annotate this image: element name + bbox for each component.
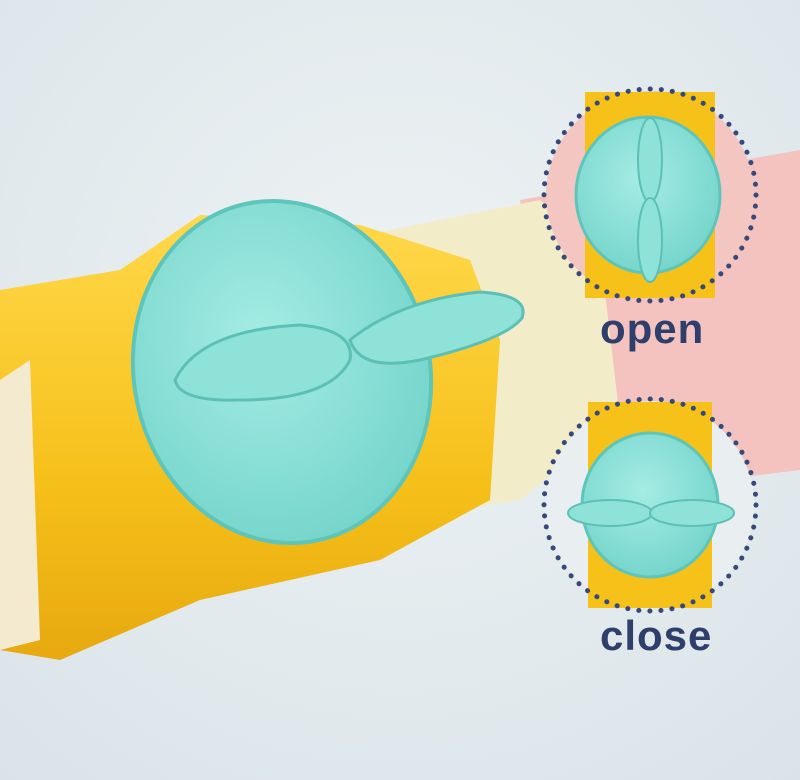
- valve-handle-left: [173, 323, 352, 402]
- valve-handle-right: [348, 290, 525, 365]
- close-label: close: [600, 612, 713, 659]
- open-inset: [541, 86, 759, 304]
- open-label: open: [600, 305, 705, 352]
- close-inset: [541, 396, 759, 614]
